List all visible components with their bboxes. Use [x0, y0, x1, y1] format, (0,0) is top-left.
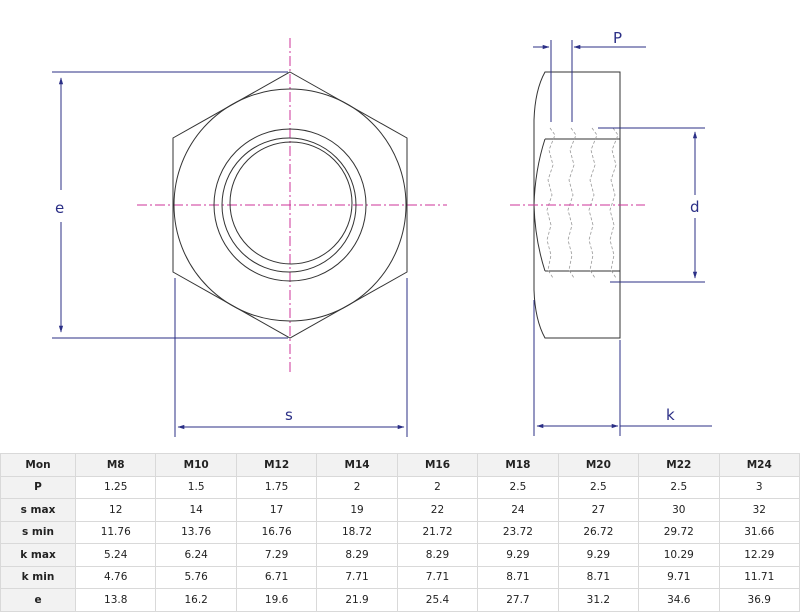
table-cell: 22	[396, 498, 479, 522]
table-header-cell: M8	[74, 453, 157, 477]
table-cell: 9.29	[477, 543, 559, 567]
front-view: e s	[52, 38, 447, 437]
table-cell: 19.6	[235, 588, 318, 612]
table-cell: 13.8	[74, 588, 157, 612]
table-cell: 18.72	[316, 520, 398, 544]
row-label: P	[0, 475, 76, 499]
table-cell: 32	[718, 498, 800, 522]
table-cell: 16.2	[155, 588, 237, 612]
table-cell: 34.6	[638, 588, 720, 612]
table-cell: 8.71	[557, 565, 640, 589]
centerlines	[137, 38, 447, 372]
side-view: P d k	[510, 29, 712, 436]
table-cell: 1.25	[74, 475, 157, 499]
table-header-row: Mon M8 M10 M12 M14 M16 M18 M20 M22 M24	[0, 453, 800, 477]
table-cell: 24	[477, 498, 559, 522]
table-cell: 2.5	[638, 475, 720, 499]
table-cell: 27.7	[477, 588, 559, 612]
table-cell: 7.71	[396, 565, 479, 589]
table-cell: 30	[638, 498, 720, 522]
dimension-label-P: P	[613, 29, 622, 47]
table-cell: 7.71	[316, 565, 398, 589]
table-cell: 2.5	[477, 475, 559, 499]
row-label: k max	[0, 543, 76, 567]
table-cell: 26.72	[557, 520, 640, 544]
table-cell: 5.24	[74, 543, 157, 567]
dimension-d	[598, 127, 705, 283]
table-cell: 17	[235, 498, 318, 522]
hex-nut-technical-drawing: e s P	[52, 29, 712, 437]
dimension-label-e: e	[55, 199, 64, 217]
table-cell: 23.72	[477, 520, 559, 544]
table-cell: 6.71	[235, 565, 318, 589]
table-cell: 6.24	[155, 543, 237, 567]
table-row: k min 4.76 5.76 6.71 7.71 7.71 8.71 8.71…	[0, 565, 800, 589]
table-cell: 9.29	[557, 543, 640, 567]
table-row: e 13.8 16.2 19.6 21.9 25.4 27.7 31.2 34.…	[0, 588, 800, 612]
dimension-label-s: s	[285, 406, 293, 424]
table-header-cell: M18	[477, 453, 559, 477]
table-cell: 8.71	[477, 565, 559, 589]
table-header-cell: M24	[718, 453, 800, 477]
table-cell: 21.9	[316, 588, 398, 612]
table-header-cell: M14	[316, 453, 398, 477]
table-cell: 4.76	[74, 565, 157, 589]
table-cell: 5.76	[155, 565, 237, 589]
nut-dimension-table: Mon M8 M10 M12 M14 M16 M18 M20 M22 M24 P…	[0, 453, 800, 612]
table-cell: 27	[557, 498, 640, 522]
table-cell: 8.29	[396, 543, 479, 567]
table-cell: 1.5	[155, 475, 237, 499]
table-row: P 1.25 1.5 1.75 2 2 2.5 2.5 2.5 3	[0, 475, 800, 499]
row-label: e	[0, 588, 76, 612]
table-cell: 11.71	[718, 565, 800, 589]
table-cell: 12.29	[718, 543, 800, 567]
table-cell: 7.29	[235, 543, 318, 567]
row-label: s min	[0, 520, 76, 544]
table-cell: 36.9	[718, 588, 800, 612]
table-row: s min 11.76 13.76 16.76 18.72 21.72 23.7…	[0, 520, 800, 544]
table-cell: 21.72	[396, 520, 479, 544]
table-header-cell: M20	[557, 453, 640, 477]
table-cell: 29.72	[638, 520, 720, 544]
table-cell: 12	[74, 498, 157, 522]
table-cell: 10.29	[638, 543, 720, 567]
nut-outline	[172, 71, 408, 339]
table-header-cell: M10	[155, 453, 237, 477]
thread-hidden-lines	[546, 127, 619, 279]
table-cell: 16.76	[235, 520, 318, 544]
table-cell: 9.71	[638, 565, 720, 589]
table-cell: 14	[155, 498, 237, 522]
dimension-P	[533, 40, 646, 122]
table-cell: 25.4	[396, 588, 479, 612]
table-cell: 2	[396, 475, 479, 499]
table-header-cell: M16	[396, 453, 479, 477]
table-cell: 2.5	[557, 475, 640, 499]
table-header-cell: Mon	[0, 453, 76, 477]
table-cell: 3	[718, 475, 800, 499]
table-cell: 31.66	[718, 520, 800, 544]
table-cell: 31.2	[557, 588, 640, 612]
table-row: s max 12 14 17 19 22 24 27 30 32	[0, 498, 800, 522]
dimension-k	[533, 300, 712, 436]
table-cell: 11.76	[74, 520, 157, 544]
table-header-cell: M22	[638, 453, 720, 477]
row-label: k min	[0, 565, 76, 589]
table-header-cell: M12	[235, 453, 318, 477]
table-cell: 8.29	[316, 543, 398, 567]
table-cell: 2	[316, 475, 398, 499]
table-row: k max 5.24 6.24 7.29 8.29 8.29 9.29 9.29…	[0, 543, 800, 567]
table-cell: 19	[316, 498, 398, 522]
dimension-label-d: d	[690, 198, 700, 216]
row-label: s max	[0, 498, 76, 522]
dimension-label-k: k	[666, 406, 675, 424]
table-cell: 1.75	[235, 475, 318, 499]
dimension-s	[174, 278, 408, 437]
table-cell: 13.76	[155, 520, 237, 544]
dimension-e	[52, 71, 288, 339]
